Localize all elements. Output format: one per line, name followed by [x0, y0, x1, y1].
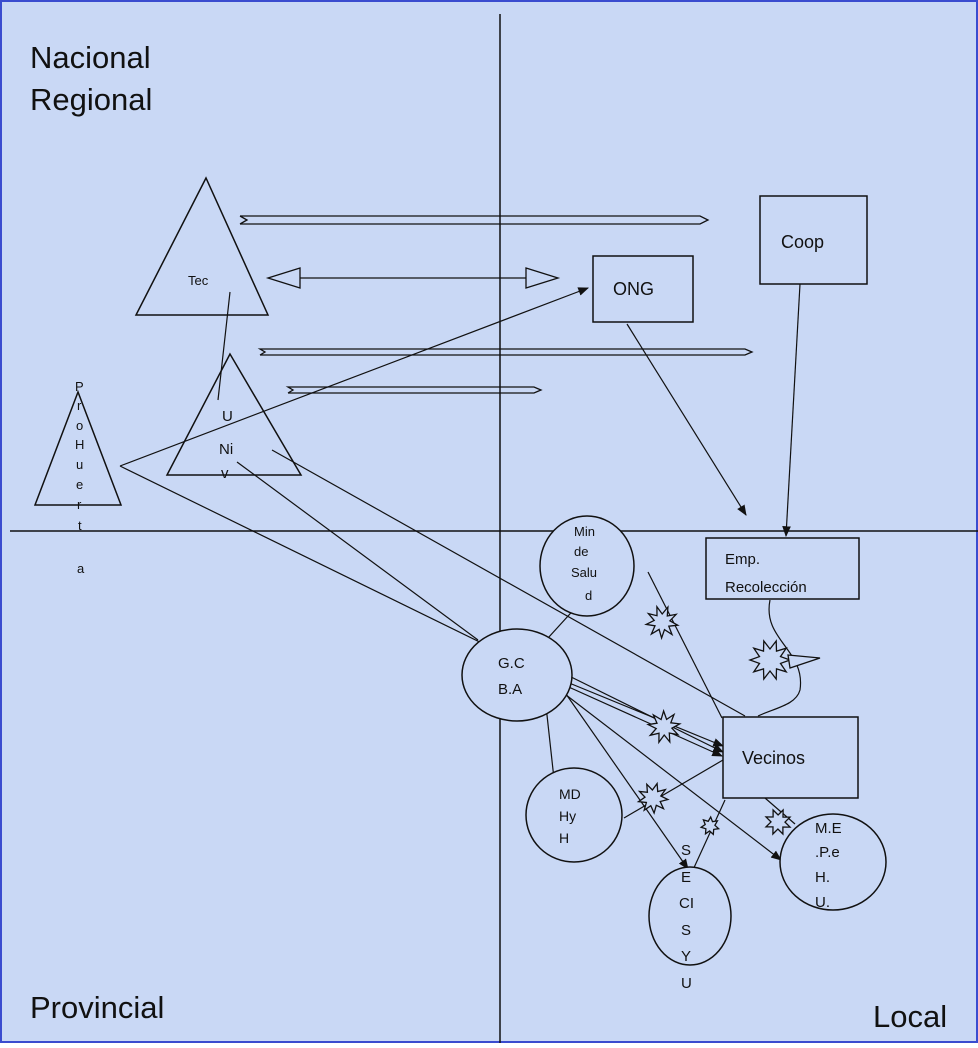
- hollow-arrowhead-icon: [265, 267, 561, 289]
- conflict-burst-spike-icon: [787, 654, 821, 669]
- min-salud-ellipse: [539, 515, 635, 617]
- svg-text:r: r: [77, 398, 82, 413]
- min-salud-label: Min de Salu d: [571, 524, 597, 603]
- svg-text:H: H: [75, 437, 84, 452]
- mdhyh-ellipse: [525, 767, 623, 863]
- univ-label-line1: U: [222, 408, 233, 425]
- emp-label-line1: Emp.: [725, 551, 760, 568]
- svg-text:U.: U.: [815, 894, 830, 911]
- conflict-bursts: [636, 604, 821, 836]
- tec-label: Tec: [188, 273, 209, 288]
- svg-text:CI: CI: [679, 895, 694, 912]
- double-arrow-icon: [257, 348, 754, 356]
- mepehu-label: M.E .P.e H. U.: [815, 820, 842, 911]
- svg-text:S: S: [681, 842, 691, 859]
- conflict-burst-icon: [646, 708, 682, 745]
- vecinos-box: [722, 716, 859, 799]
- univ-triangle: [165, 352, 303, 476]
- conflict-burst-icon: [748, 639, 792, 681]
- svg-text:t: t: [78, 518, 82, 533]
- svg-text:a: a: [77, 561, 85, 576]
- svg-text:S: S: [681, 922, 691, 939]
- svg-text:u: u: [76, 457, 83, 472]
- quadrant-label-regional: Regional: [30, 82, 152, 117]
- svg-text:Hy: Hy: [559, 808, 576, 824]
- emp-label-line2: Recolección: [725, 579, 807, 596]
- tec-triangle: [134, 176, 270, 316]
- gcba-ellipse: [461, 628, 573, 722]
- connector-lines: [119, 291, 802, 873]
- svg-text:M.E: M.E: [815, 820, 842, 837]
- quadrant-label-nacional: Nacional: [30, 40, 151, 75]
- svg-text:.P.e: .P.e: [815, 844, 840, 861]
- svg-text:d: d: [585, 588, 592, 603]
- coop-box: [759, 195, 868, 285]
- svg-text:Salu: Salu: [571, 565, 597, 580]
- univ-label-line2: Ni: [219, 441, 233, 458]
- conflict-burst-icon: [636, 781, 670, 815]
- prohuerta-label: P r o H u e r t a: [75, 379, 85, 576]
- svg-text:Min: Min: [574, 524, 595, 539]
- double-arrow-icon: [239, 215, 710, 225]
- coop-label: Coop: [781, 232, 824, 252]
- prohuerta-triangle: [33, 389, 123, 506]
- svg-text:e: e: [76, 477, 83, 492]
- svg-text:MD: MD: [559, 786, 581, 802]
- vecinos-label: Vecinos: [742, 748, 805, 768]
- ong-box: [592, 255, 694, 323]
- svg-text:Y: Y: [681, 948, 691, 965]
- gcba-label-line1: G.C: [498, 655, 525, 672]
- svg-text:de: de: [574, 544, 588, 559]
- double-arrow-icon: [285, 386, 543, 394]
- connector-arrows: [119, 283, 801, 870]
- conflict-burst-icon: [644, 604, 680, 641]
- svg-text:P: P: [75, 379, 84, 394]
- mepehu-ellipse: [779, 813, 887, 911]
- svg-text:o: o: [76, 418, 83, 433]
- mdhyh-label: MD Hy H: [559, 786, 581, 846]
- emp-recoleccion-box: [705, 537, 860, 600]
- quadrant-label-local: Local: [873, 999, 947, 1034]
- svg-text:U: U: [681, 975, 692, 992]
- secisyu-ellipse: [648, 866, 732, 966]
- univ-label-line3: v: [221, 465, 229, 482]
- ong-label: ONG: [613, 279, 654, 299]
- gcba-label-line2: B.A: [498, 681, 522, 698]
- svg-text:H.: H.: [815, 869, 830, 886]
- secisyu-label: S E CI S Y U: [679, 842, 694, 992]
- quadrant-label-provincial: Provincial: [30, 990, 164, 1025]
- svg-text:r: r: [77, 497, 82, 512]
- svg-text:H: H: [559, 830, 569, 846]
- conflict-burst-icon: [699, 815, 721, 836]
- conflict-burst-icon: [764, 808, 792, 836]
- svg-text:E: E: [681, 869, 691, 886]
